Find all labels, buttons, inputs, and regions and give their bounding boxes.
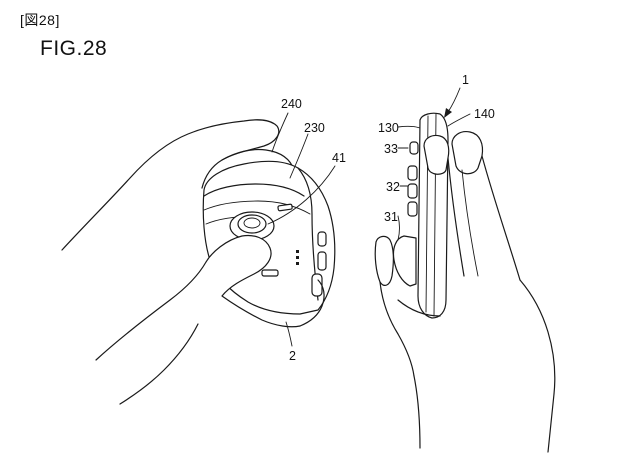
label-33: 33 bbox=[384, 142, 398, 156]
right-wrist-right bbox=[547, 393, 555, 453]
label-130: 130 bbox=[378, 121, 399, 135]
label-32: 32 bbox=[386, 180, 400, 194]
controller-2-trigger bbox=[311, 273, 323, 297]
controller-2-top-rim bbox=[203, 183, 305, 197]
right-palm-right bbox=[519, 279, 556, 395]
label-240: 240 bbox=[281, 97, 302, 111]
leader-2 bbox=[285, 321, 293, 347]
figure-title: FIG.28 bbox=[40, 37, 108, 60]
reference-labels: 1 130 140 33 32 31 240 230 41 2 bbox=[281, 73, 495, 363]
label-41: 41 bbox=[332, 151, 346, 165]
right-finger-split bbox=[461, 169, 479, 277]
controller-2-top-slot bbox=[277, 203, 293, 212]
right-palm-lower bbox=[397, 299, 441, 317]
controller-1-button-33 bbox=[409, 141, 419, 155]
left-wrist bbox=[119, 323, 199, 405]
left-lower-hand bbox=[95, 261, 207, 361]
right-thumb bbox=[374, 235, 394, 286]
indicator-dot bbox=[296, 262, 299, 265]
leader-240 bbox=[271, 112, 289, 153]
leader-31 bbox=[397, 215, 400, 241]
right-wrist-left bbox=[413, 375, 421, 449]
analog-stick-center bbox=[243, 217, 261, 229]
right-leader-lines bbox=[397, 87, 471, 241]
label-140: 140 bbox=[474, 107, 495, 121]
indicator-dot bbox=[296, 250, 299, 253]
leader-140 bbox=[447, 113, 471, 127]
right-hand-with-controller bbox=[374, 112, 556, 453]
right-finger-outline-1 bbox=[447, 157, 465, 277]
label-device-1: 1 bbox=[462, 73, 469, 87]
leader-1 bbox=[447, 87, 461, 113]
controller-1-stick-31 bbox=[392, 235, 417, 287]
indicator-dot bbox=[296, 256, 299, 259]
controller-1-button-32a bbox=[407, 165, 418, 181]
leader-1-arrowhead bbox=[444, 108, 452, 118]
left-bottom-finger bbox=[299, 279, 325, 327]
controller-2-side-button-1 bbox=[317, 231, 327, 247]
leader-41 bbox=[267, 165, 336, 225]
leader-130 bbox=[397, 125, 421, 129]
left-hand-with-controller bbox=[61, 119, 336, 405]
right-finger-1 bbox=[423, 134, 450, 175]
leader-230 bbox=[289, 133, 309, 179]
analog-stick-cap bbox=[237, 214, 267, 234]
left-palm-edge bbox=[221, 295, 301, 328]
left-thumb bbox=[205, 234, 272, 297]
controller-1-button-32c bbox=[407, 201, 418, 217]
label-device-2: 2 bbox=[289, 349, 296, 363]
figure-tag: [図28] bbox=[20, 12, 60, 28]
controller-1-button-32b bbox=[407, 183, 418, 199]
left-leader-lines bbox=[267, 112, 336, 347]
right-finger-2 bbox=[451, 131, 484, 175]
label-31: 31 bbox=[384, 210, 398, 224]
right-finger-outline-2 bbox=[481, 155, 521, 281]
label-230: 230 bbox=[304, 121, 325, 135]
controller-2-side-button-2 bbox=[317, 251, 327, 271]
right-palm-left bbox=[379, 281, 415, 377]
controller-2-lower-button bbox=[261, 269, 279, 277]
